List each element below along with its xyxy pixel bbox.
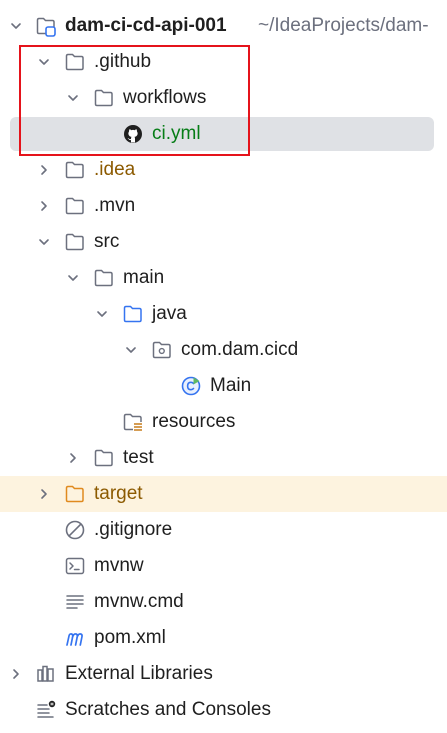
selection-highlight (10, 117, 434, 151)
tree-row-mvnw-cmd[interactable]: mvnw.cmd (0, 584, 447, 620)
source-folder-icon (123, 305, 142, 323)
tree-row-mvn[interactable]: .mvn (0, 188, 447, 224)
tree-row-main[interactable]: main (0, 260, 447, 296)
tree-label-external-libraries: External Libraries (65, 663, 213, 684)
tree-label-idea: .idea (94, 159, 136, 180)
tree-row-test[interactable]: test (0, 440, 447, 476)
tree-label-package: com.dam.cicd (181, 339, 299, 360)
chevron-down-icon[interactable] (9, 19, 23, 33)
tree-row-resources[interactable]: resources (0, 404, 447, 440)
tree-row-target[interactable]: target (0, 476, 447, 512)
tree-label-main: main (123, 267, 165, 288)
tree-row-package[interactable]: com.dam.cicd (0, 332, 447, 368)
tree-row-java[interactable]: java (0, 296, 447, 332)
chevron-right-icon[interactable] (9, 667, 23, 681)
tree-row-idea[interactable]: .idea (0, 152, 447, 188)
module-icon (36, 17, 56, 37)
tree-label-ci-yml: ci.yml (152, 123, 201, 144)
tree-label-main-class: Main (210, 375, 252, 396)
tree-row-github[interactable]: .github (0, 44, 447, 80)
chevron-right-icon[interactable] (66, 451, 80, 465)
tree-row-pom[interactable]: pom.xml (0, 620, 447, 656)
tree-label-resources: resources (152, 411, 236, 432)
chevron-down-icon[interactable] (37, 235, 51, 249)
folder-icon (94, 89, 113, 107)
resources-folder-icon (123, 413, 143, 432)
shell-script-icon (65, 557, 85, 575)
tree-label-src: src (94, 231, 120, 252)
tree-row-gitignore[interactable]: .gitignore (0, 512, 447, 548)
project-tree: dam-ci-cd-api-001 ~/IdeaProjects/dam- .g… (0, 8, 447, 728)
tree-row-main-class[interactable]: Main (0, 368, 447, 404)
chevron-down-icon[interactable] (37, 55, 51, 69)
chevron-down-icon[interactable] (95, 307, 109, 321)
folder-icon (94, 269, 113, 287)
text-file-icon (66, 595, 84, 609)
project-name: dam-ci-cd-api-001 (65, 15, 227, 36)
tree-row-src[interactable]: src (0, 224, 447, 260)
tree-row-external-libraries[interactable]: External Libraries (0, 656, 447, 692)
excluded-folder-icon (65, 485, 84, 503)
libraries-icon (37, 665, 54, 682)
tree-label-mvnw-cmd: mvnw.cmd (94, 591, 184, 612)
scratches-icon (37, 700, 56, 718)
tree-label-java: java (152, 303, 187, 324)
folder-icon (94, 449, 113, 467)
folder-icon (65, 197, 84, 215)
chevron-down-icon[interactable] (124, 343, 138, 357)
chevron-right-icon[interactable] (37, 487, 51, 501)
maven-icon (66, 633, 83, 646)
tree-row-workflows[interactable]: workflows (0, 80, 447, 116)
chevron-down-icon[interactable] (66, 271, 80, 285)
github-icon (124, 125, 142, 143)
java-class-icon (181, 376, 201, 396)
tree-label-pom: pom.xml (94, 627, 166, 648)
tree-row-ci-yml[interactable]: ci.yml (0, 116, 447, 152)
tree-label-scratches: Scratches and Consoles (65, 699, 271, 720)
tree-label-gitignore: .gitignore (94, 519, 173, 540)
tree-row-scratches[interactable]: Scratches and Consoles (0, 692, 447, 728)
chevron-down-icon[interactable] (66, 91, 80, 105)
annotation-highlight-box (19, 45, 250, 156)
folder-icon (65, 53, 84, 71)
ignore-file-icon (65, 520, 85, 540)
tree-label-mvn: .mvn (94, 195, 136, 216)
tree-label-target: target (94, 483, 143, 504)
tree-label-github: .github (94, 51, 152, 72)
package-icon (152, 341, 171, 359)
tree-row-mvnw[interactable]: mvnw (0, 548, 447, 584)
tree-label-workflows: workflows (123, 87, 207, 108)
project-path: ~/IdeaProjects/dam- (258, 15, 429, 36)
folder-icon (65, 161, 84, 179)
tree-label-test: test (123, 447, 154, 468)
folder-icon (65, 233, 84, 251)
tree-label-mvnw: mvnw (94, 555, 144, 576)
tree-row-project-root[interactable]: dam-ci-cd-api-001 ~/IdeaProjects/dam- (0, 8, 447, 44)
chevron-right-icon[interactable] (37, 199, 51, 213)
chevron-right-icon[interactable] (37, 163, 51, 177)
